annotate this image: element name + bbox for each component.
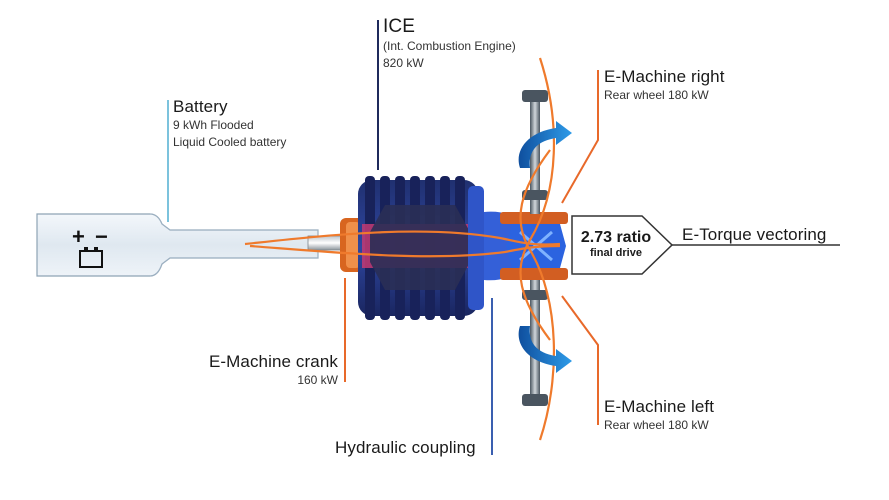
emachine-right-label: E-Machine right Rear wheel 180 kW	[604, 67, 725, 104]
torque-vectoring-label: E-Torque vectoring	[682, 225, 826, 245]
emachine-left-leader-line	[561, 295, 599, 425]
left-wheel-hub	[522, 394, 548, 406]
emachine-right-leader-line	[561, 70, 599, 204]
emachine-right-power: Rear wheel 180 kW	[604, 88, 709, 102]
emachine-left-title: E-Machine left	[604, 397, 715, 416]
power-flow-lines	[244, 57, 561, 441]
left-rotation-arrow	[518, 326, 572, 373]
battery-capacity: 9 kWh Flooded	[173, 118, 254, 132]
hydraulic-coupling-title: Hydraulic coupling	[335, 438, 476, 457]
battery-icon	[79, 247, 103, 268]
battery-minus-sign: −	[95, 224, 108, 249]
battery-cooling: Liquid Cooled battery	[173, 135, 287, 149]
emachine-left-label: E-Machine left Rear wheel 180 kW	[604, 397, 714, 434]
final-drive-callout	[571, 215, 674, 275]
emachine-left-power: Rear wheel 180 kW	[604, 418, 709, 432]
right-shaft-joint	[522, 190, 548, 200]
emachine-crank-label: E-Machine crank 160 kW	[200, 352, 338, 389]
final-drive-ratio: 2.73 ratio final drive	[574, 229, 658, 259]
battery-label: Battery 9 kWh Flooded Liquid Cooled batt…	[173, 97, 286, 151]
torque-vectoring-title: E-Torque vectoring	[682, 225, 827, 244]
hydraulic-coupling-label: Hydraulic coupling	[335, 438, 476, 458]
ice-description: (Int. Combustion Engine)	[383, 39, 516, 53]
ice-label: ICE (Int. Combustion Engine) 820 kW	[383, 16, 516, 72]
emachine-crank-highlight	[346, 222, 360, 268]
left-half-shaft	[530, 280, 540, 398]
battery-title: Battery	[173, 97, 228, 116]
emachine-crank-power: 160 kW	[297, 373, 338, 387]
ratio-caption: final drive	[590, 247, 642, 259]
battery-plus-sign: +	[72, 224, 85, 249]
emachine-right-title: E-Machine right	[604, 67, 725, 86]
ice-power: 820 kW	[383, 56, 424, 70]
emachine-crank-title: E-Machine crank	[208, 352, 338, 371]
right-wheel-hub	[522, 90, 548, 102]
right-half-shaft	[530, 96, 540, 214]
left-shaft-joint	[522, 290, 548, 300]
ice-engine	[358, 176, 484, 320]
right-rotation-arrow	[518, 121, 572, 168]
ice-title: ICE	[383, 16, 415, 37]
ratio-value: 2.73 ratio	[580, 229, 652, 246]
